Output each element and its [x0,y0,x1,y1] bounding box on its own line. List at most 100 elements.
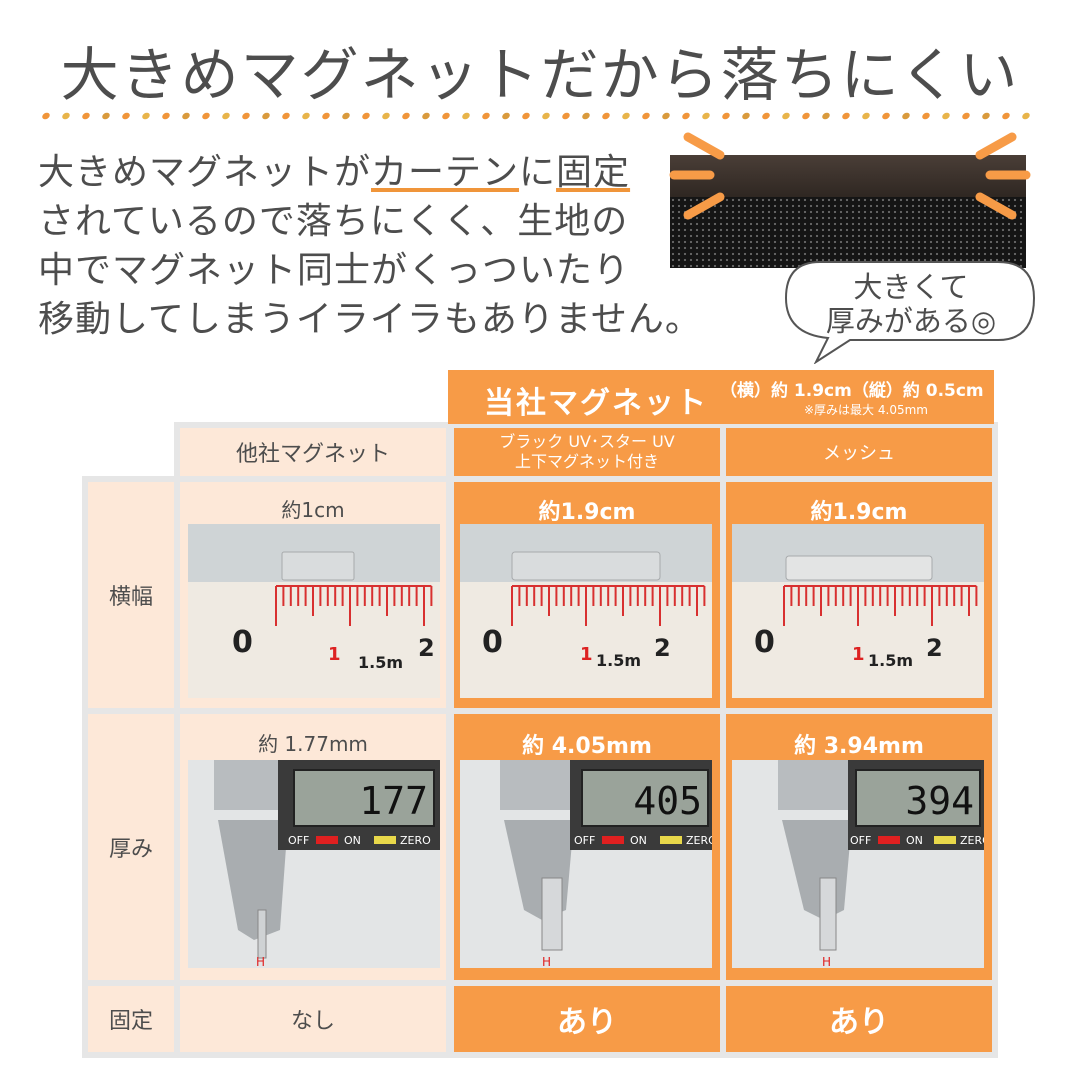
ruler-photo-other: 0 1 2 1.5m [188,524,440,698]
divider-dot [1022,112,1030,120]
fixed-cell-black: あり [454,986,720,1052]
svg-text:ON: ON [630,834,647,847]
ruler-graphic-black: 0 1 2 1.5m [460,524,712,698]
divider-dot [942,112,950,120]
ruler-photo-black: 0 1 2 1.5m [460,524,712,698]
divider-dot [902,112,910,120]
bubble-line-2: 厚みがある◎ [825,304,997,338]
divider-dot [422,112,430,120]
svg-text:OFF: OFF [288,834,309,847]
caliper-reading-other: 177 [359,779,428,823]
description-line-4: 移動してしまうイライラもありません。 [38,299,702,340]
divider-dot [342,112,350,120]
divider-dot [362,112,370,120]
divider-dot [162,112,170,120]
svg-text:H: H [542,955,551,968]
fixed-cell-other: なし [180,986,446,1052]
divider-dot [182,112,190,120]
curtain-hem [670,155,1026,197]
svg-text:1: 1 [852,644,865,665]
svg-text:ON: ON [344,834,361,847]
thick-value-mesh: 約 3.94mm [794,734,924,759]
svg-text:1.5m: 1.5m [596,651,641,670]
divider-dot [842,112,850,120]
divider-dot [462,112,470,120]
row-label-width: 横幅 [88,482,174,708]
svg-text:H: H [256,955,265,968]
our-magnet-title: 当社マグネット [484,386,708,421]
divider-dot [642,112,650,120]
description-line-2: されているので落ちにくく、生地の [38,201,629,242]
fixed-value-other: なし [290,1009,335,1034]
svg-text:OFF: OFF [574,834,595,847]
svg-text:1.5m: 1.5m [868,651,913,670]
caliper-graphic-mesh: 394 OFF ON ZERO H [732,760,984,968]
ruler-label-0: 0 [232,625,253,660]
divider-dot [322,112,330,120]
divider-dot [702,112,710,120]
caliper-reading-mesh: 394 [905,779,974,823]
divider-dot [442,112,450,120]
description-text: 大きめマグネットがカーテンに固定 されているので落ちにくく、生地の 中でマグネッ… [38,148,738,344]
svg-text:OFF: OFF [850,834,871,847]
divider-dot [282,112,290,120]
divider-dot [82,112,90,120]
svg-text:ON: ON [906,834,923,847]
svg-text:0: 0 [754,625,775,660]
caliper-graphic-black: 405 OFF ON ZERO H [460,760,712,968]
divider-dot [542,112,550,120]
dotted-divider [42,112,1030,120]
col-header-other: 他社マグネット [180,428,446,476]
divider-dot [242,112,250,120]
svg-text:ZERO: ZERO [686,834,712,847]
svg-text:0: 0 [482,625,503,660]
caliper-reading-black: 405 [633,779,702,823]
ruler-photo-mesh: 0 1 2 1.5m [732,524,984,698]
width-value-black: 約1.9cm [538,500,636,525]
divider-dot [1002,112,1010,120]
mesh-fabric [670,197,1026,268]
divider-dot [482,112,490,120]
svg-text:ZERO: ZERO [400,834,431,847]
highlight-curtain: カーテン [371,152,520,193]
divider-dot [742,112,750,120]
divider-dot [582,112,590,120]
thick-value-other: 約 1.77mm [258,732,368,756]
svg-text:1: 1 [580,644,593,665]
divider-dot [962,112,970,120]
divider-dot [982,112,990,120]
divider-dot [302,112,310,120]
divider-dot [62,112,70,120]
page-title: 大きめマグネットだから落ちにくい [60,41,1020,109]
our-magnet-note: ※厚みは最大 4.05mm [804,403,928,417]
description-line-3: 中でマグネット同士がくっついたり [38,250,631,291]
fixed-value-mesh: あり [829,1005,889,1040]
divider-dot [762,112,770,120]
ruler-unit: 1.5m [358,653,403,672]
caliper-photo-other: 177 OFF ON ZERO H [188,760,440,968]
our-magnet-size: （横）約 1.9cm（縦）約 0.5cm [720,381,984,401]
divider-dot [222,112,230,120]
ruler-graphic-other: 0 1 2 1.5m [188,524,440,698]
our-magnet-header: 当社マグネット （横）約 1.9cm（縦）約 0.5cm ※厚みは最大 4.05… [448,370,994,424]
divider-dot [862,112,870,120]
divider-dot [882,112,890,120]
divider-dot [782,112,790,120]
ruler-label-2: 2 [418,634,435,662]
divider-dot [622,112,630,120]
divider-dot [722,112,730,120]
row-label-thickness: 厚み [88,714,174,980]
divider-dot [602,112,610,120]
divider-dot [262,112,270,120]
width-value-other: 約1cm [281,498,345,522]
divider-dot [42,112,50,120]
ruler-graphic-mesh: 0 1 2 1.5m [732,524,984,698]
col-header-black: ブラック UV･スター UV 上下マグネット付き [454,428,720,476]
thick-value-black: 約 4.05mm [522,734,652,759]
caliper-photo-mesh: 394 OFF ON ZERO H [732,760,984,968]
col-header-mesh: メッシュ [726,428,992,476]
speech-bubble-shape [784,261,1036,364]
highlight-fixed: 固定 [556,152,631,193]
divider-dot [142,112,150,120]
divider-dot [802,112,810,120]
